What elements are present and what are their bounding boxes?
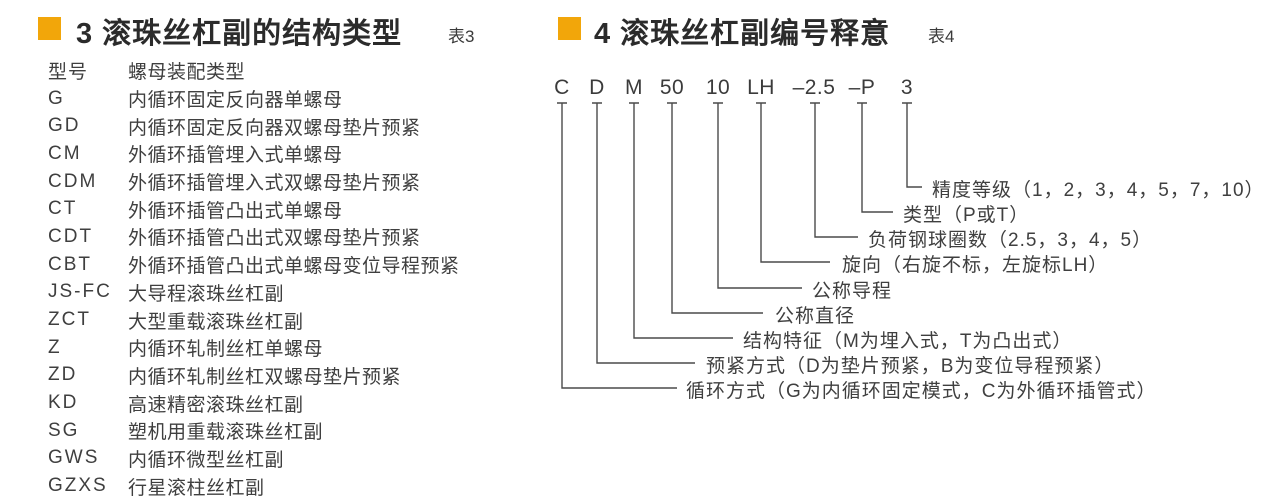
legend-ball-circuits: 负荷钢球圈数（2.5，3，4，5） bbox=[868, 230, 1153, 251]
code-token-type: –P bbox=[848, 76, 876, 99]
model-desc: 内循环固定反向器双螺母垫片预紧 bbox=[128, 117, 421, 139]
connector-line bbox=[667, 102, 763, 314]
model-desc: 内循环轧制丝杠单螺母 bbox=[128, 339, 324, 361]
section3-table-tag: 表3 bbox=[448, 27, 475, 46]
model-desc: 外循环插管凸出式双螺母垫片预紧 bbox=[128, 228, 421, 250]
connector-line bbox=[810, 102, 858, 238]
code-token-accuracy: 3 bbox=[900, 76, 914, 99]
connector-line bbox=[629, 102, 733, 339]
section4-table-tag: 表4 bbox=[928, 27, 955, 46]
connector-line bbox=[857, 102, 893, 213]
model-desc: 大导程滚珠丝杠副 bbox=[128, 283, 285, 305]
table-row: GD 内循环固定反向器双螺母垫片预紧 bbox=[48, 112, 518, 140]
model-desc: 内循环轧制丝杠双螺母垫片预紧 bbox=[128, 366, 402, 388]
model-code: GWS bbox=[48, 447, 100, 469]
table-row: SG 塑机用重载滚珠丝杠副 bbox=[48, 417, 518, 445]
code-token-structure: M bbox=[625, 76, 643, 99]
table-row: CT 外循环插管凸出式单螺母 bbox=[48, 195, 518, 223]
model-desc: 外循环插管凸出式单螺母变位导程预紧 bbox=[128, 256, 460, 278]
code-token-lead: 10 bbox=[705, 76, 731, 99]
model-desc: 行星滚柱丝杠副 bbox=[128, 477, 265, 499]
legend-structure-feature: 结构特征（M为埋入式，T为凸出式） bbox=[743, 331, 1073, 352]
model-desc: 外循环插管埋入式单螺母 bbox=[128, 145, 343, 167]
legend-type: 类型（P或T） bbox=[903, 205, 1030, 226]
section3-bullet-icon bbox=[38, 17, 61, 40]
table-row: CBT 外循环插管凸出式单螺母变位导程预紧 bbox=[48, 251, 518, 279]
table-row: CDM 外循环插管埋入式双螺母垫片预紧 bbox=[48, 168, 518, 196]
model-desc: 内循环微型丝杠副 bbox=[128, 449, 285, 471]
section4-bullet-icon bbox=[558, 17, 581, 40]
legend-accuracy-grade: 精度等级（1，2，3，4，5，7，10） bbox=[932, 180, 1265, 201]
code-token-ball-circuits: –2.5 bbox=[792, 76, 836, 99]
section3-title: 3 滚珠丝杠副的结构类型 bbox=[76, 18, 403, 50]
model-desc: 外循环插管埋入式双螺母垫片预紧 bbox=[128, 173, 421, 195]
table-row: CDT 外循环插管凸出式双螺母垫片预紧 bbox=[48, 223, 518, 251]
model-desc: 大型重载滚珠丝杠副 bbox=[128, 311, 304, 333]
table-row: ZCT 大型重载滚珠丝杠副 bbox=[48, 306, 518, 334]
legend-preload-method: 预紧方式（D为垫片预紧，B为变位导程预紧） bbox=[706, 356, 1115, 377]
model-code: ZCT bbox=[48, 309, 91, 331]
column-header-desc: 螺母装配类型 bbox=[128, 62, 246, 84]
code-token-direction: LH bbox=[747, 76, 775, 99]
legend-direction: 旋向（右旋不标，左旋标LH） bbox=[842, 255, 1109, 276]
model-code: GZXS bbox=[48, 475, 108, 497]
connector-line bbox=[557, 102, 677, 389]
column-header-code: 型号 bbox=[48, 62, 89, 84]
table-header-row: 型号 螺母装配类型 bbox=[48, 57, 518, 85]
table-row: ZD 内循环轧制丝杠双螺母垫片预紧 bbox=[48, 362, 518, 390]
model-code: CM bbox=[48, 142, 82, 164]
table-row: GZXS 行星滚柱丝杠副 bbox=[48, 472, 518, 500]
model-code: Z bbox=[48, 336, 62, 358]
model-desc: 塑机用重载滚珠丝杠副 bbox=[128, 422, 324, 444]
connector-line bbox=[713, 102, 802, 289]
model-code: CT bbox=[48, 198, 78, 220]
code-token-diameter: 50 bbox=[659, 76, 685, 99]
connector-line bbox=[756, 102, 830, 263]
model-code: KD bbox=[48, 392, 79, 414]
code-token-preload: D bbox=[589, 76, 605, 99]
model-code: G bbox=[48, 87, 65, 109]
table-row: CM 外循环插管埋入式单螺母 bbox=[48, 140, 518, 168]
model-code: ZD bbox=[48, 364, 78, 386]
connector-line bbox=[902, 102, 922, 188]
model-desc: 外循环插管凸出式单螺母 bbox=[128, 200, 343, 222]
table-row: Z 内循环轧制丝杠单螺母 bbox=[48, 334, 518, 362]
section4-title: 4 滚珠丝杠副编号释意 bbox=[594, 18, 891, 50]
model-code: GD bbox=[48, 115, 81, 137]
legend-nominal-lead: 公称导程 bbox=[812, 281, 893, 302]
connector-line bbox=[592, 102, 695, 364]
table-row: GWS 内循环微型丝杠副 bbox=[48, 445, 518, 473]
code-token-circulation: C bbox=[554, 76, 570, 99]
model-code: CDT bbox=[48, 225, 94, 247]
legend-nominal-diameter: 公称直径 bbox=[775, 306, 856, 327]
model-desc: 内循环固定反向器单螺母 bbox=[128, 90, 343, 112]
model-code: JS-FC bbox=[48, 281, 112, 303]
model-desc: 高速精密滚珠丝杠副 bbox=[128, 394, 304, 416]
structure-type-table: 型号 螺母装配类型 G 内循环固定反向器单螺母 GD 内循环固定反向器双螺母垫片… bbox=[48, 57, 518, 500]
table-row: KD 高速精密滚珠丝杠副 bbox=[48, 389, 518, 417]
legend-circulation-method: 循环方式（G为内循环固定模式，C为外循环插管式） bbox=[686, 381, 1157, 402]
model-code: CDM bbox=[48, 170, 98, 192]
model-code: SG bbox=[48, 419, 80, 441]
table-row: JS-FC 大导程滚珠丝杠副 bbox=[48, 279, 518, 307]
table-row: G 内循环固定反向器单螺母 bbox=[48, 85, 518, 113]
model-code: CBT bbox=[48, 253, 92, 275]
